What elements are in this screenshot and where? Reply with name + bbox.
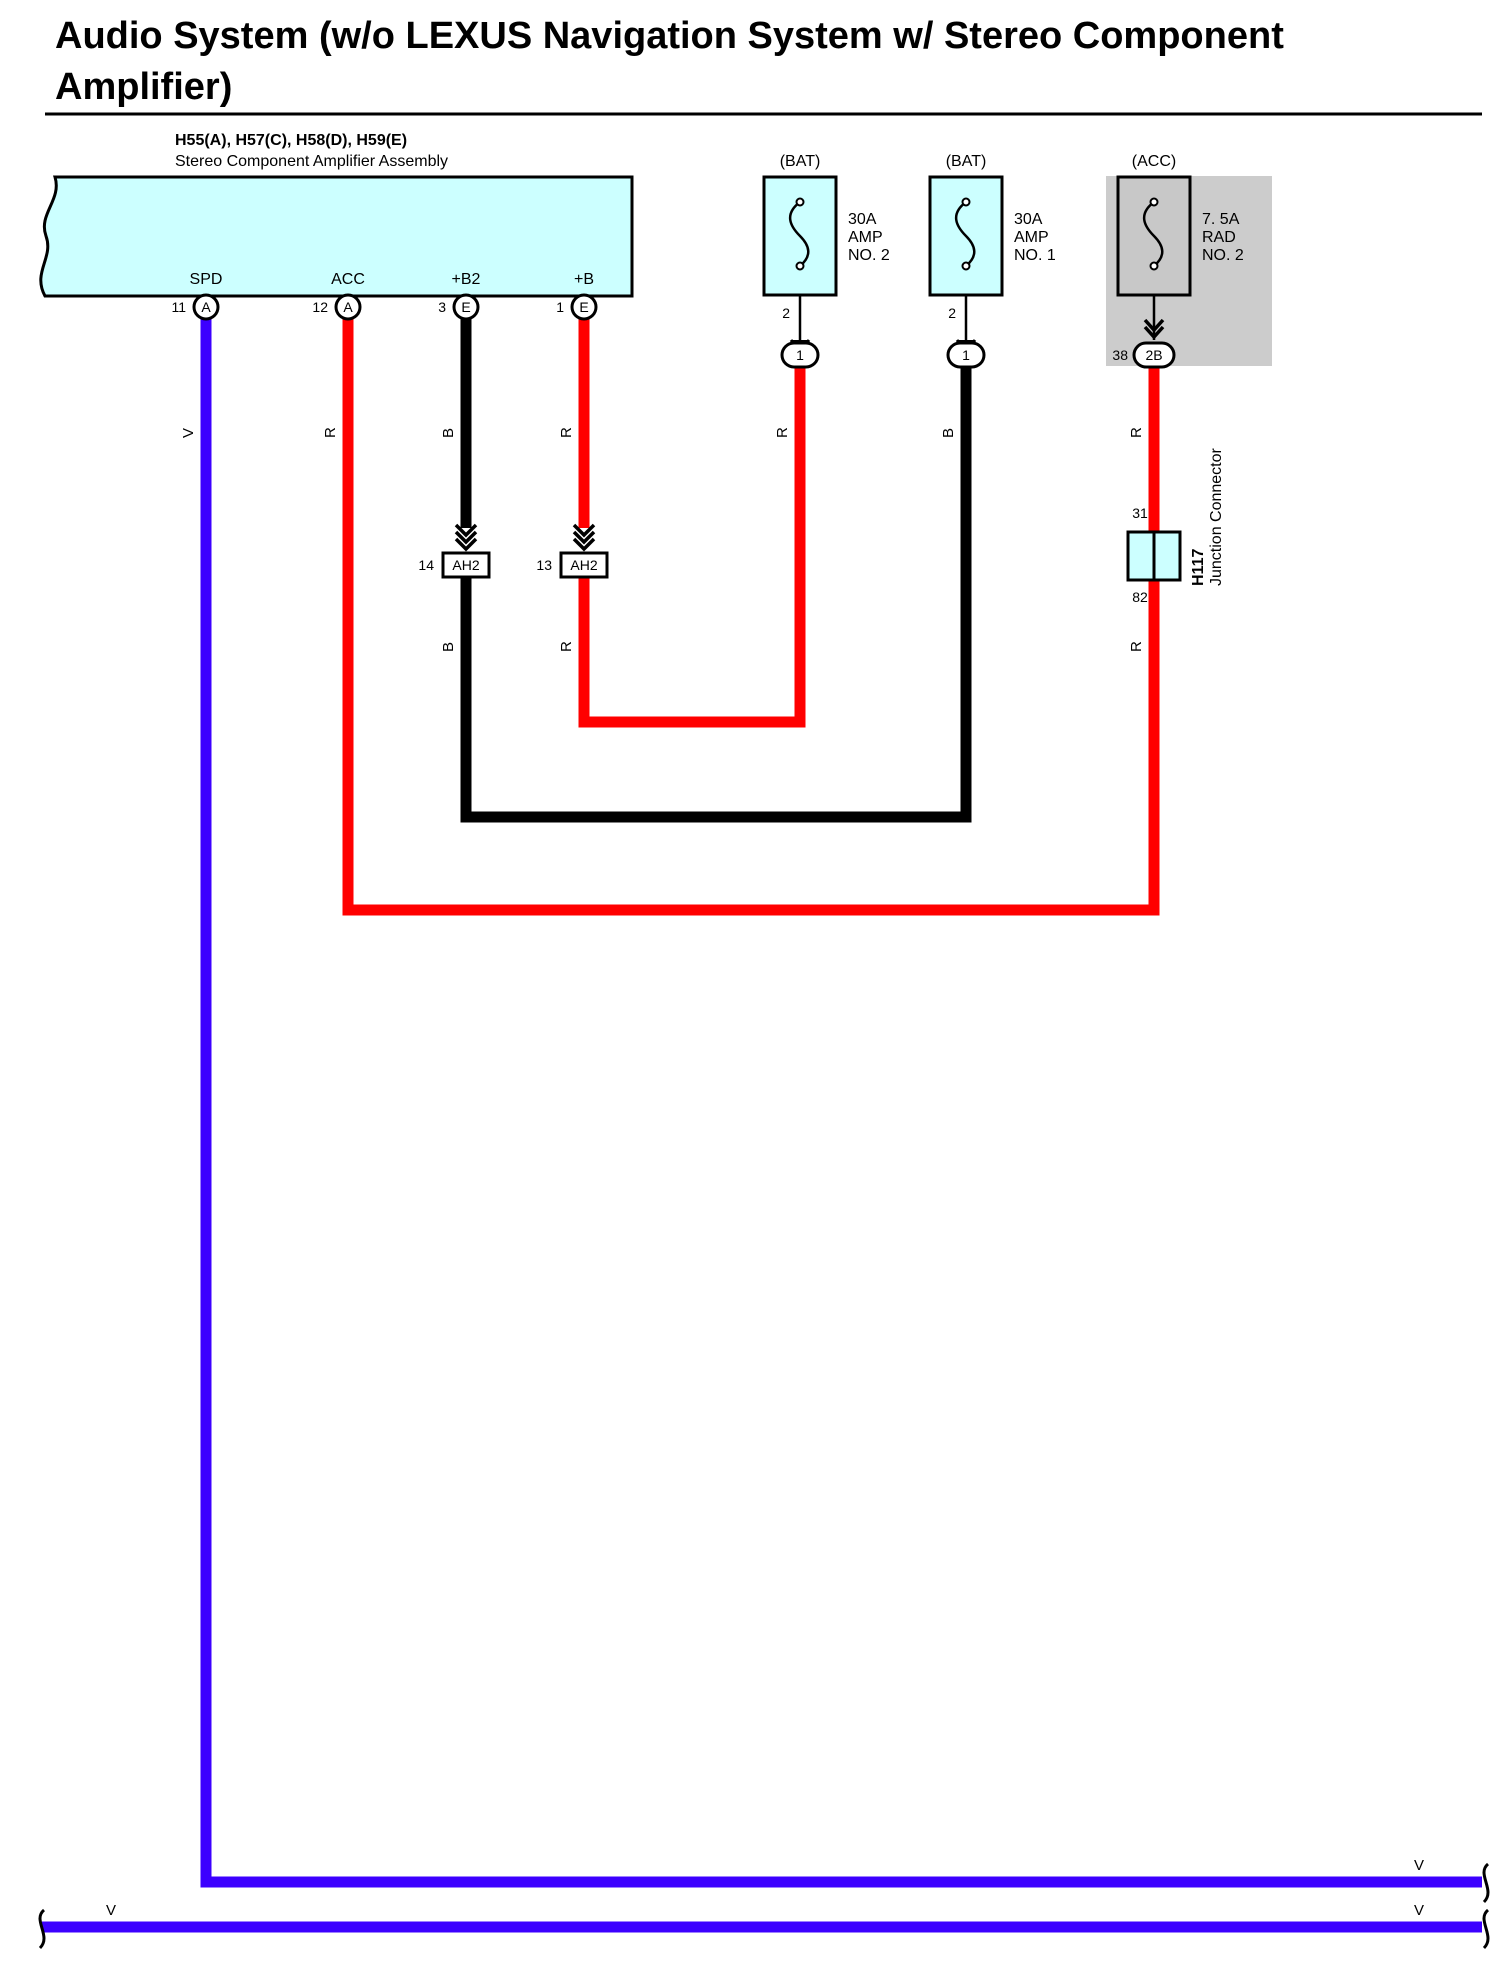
fuse-source: (BAT): [780, 153, 821, 170]
wire-code-spd: V: [180, 428, 197, 438]
terminal-b: 1 E: [556, 293, 598, 321]
chevron-down-icon: [572, 523, 596, 552]
inline-connector-pin: 14: [418, 557, 434, 573]
fuse-rating: 30A: [848, 211, 877, 228]
wire-code-junction-lower: R: [1128, 641, 1145, 652]
terminal-conn: E: [461, 299, 470, 315]
wire-b-red-lower: [578, 364, 806, 728]
inline-connector-ah2-14: AH2 14: [418, 523, 491, 579]
wire-code-acc: R: [322, 427, 339, 438]
terminal-pin: 1: [556, 299, 564, 315]
wire-code-fuse2: B: [940, 428, 957, 438]
wire-code-b-upper: R: [558, 427, 575, 438]
terminal-conn: A: [201, 299, 211, 315]
title-line-2: Amplifier): [55, 66, 232, 108]
terminal-conn: A: [343, 299, 353, 315]
fuse-conn: 2B: [1145, 347, 1162, 363]
terminal-pin: 12: [312, 299, 328, 315]
chevron-down-icon: [454, 523, 478, 552]
title-line-1: Audio System (w/o LEXUS Navigation Syste…: [55, 15, 1284, 57]
fuse-conn: 1: [796, 347, 804, 363]
fuse-conn: 1: [962, 347, 970, 363]
break-mark-right-2: [1482, 1908, 1490, 1950]
wire-code-fuse1: R: [774, 427, 791, 438]
fuse-amp-no1: (BAT) 30A AMP NO. 1 2 1: [928, 153, 1056, 369]
fuse-name2: NO. 2: [1202, 247, 1244, 264]
chevron-down-icon: [1143, 318, 1165, 340]
terminal-acc: 12 A: [312, 293, 362, 321]
amplifier-box: [39, 175, 634, 298]
fuse-name2: NO. 1: [1014, 247, 1056, 264]
fuse-name1: RAD: [1202, 229, 1236, 246]
terminal-label-acc: ACC: [331, 271, 365, 288]
wire-code-bottom-left-2: V: [106, 1902, 116, 1919]
wire-acc-red: [342, 308, 1160, 916]
inline-connector-pin: 13: [536, 557, 552, 573]
fuse-pin: 2: [782, 305, 790, 321]
fuse-pin: 38: [1112, 347, 1128, 363]
inline-connector-name: AH2: [570, 557, 597, 573]
fuse-name1: AMP: [848, 229, 883, 246]
fuse-icon: [1143, 201, 1164, 267]
wire-code-bottom-right-1: V: [1414, 1857, 1424, 1874]
terminal-pin: 11: [171, 299, 186, 315]
fuse-icon: [789, 201, 810, 267]
wire-code-b-lower: R: [558, 641, 575, 652]
fuse-icon: [955, 201, 976, 267]
wire-b2-black-lower: [460, 364, 972, 823]
fuse-pin: 2: [948, 305, 956, 321]
fuse-source: (BAT): [946, 153, 987, 170]
wire-code-b2-lower: B: [440, 642, 457, 652]
fuse-rating: 30A: [1014, 211, 1043, 228]
break-mark-left: [38, 1908, 46, 1950]
fuse-name1: AMP: [1014, 229, 1049, 246]
amplifier-connectors: H55(A), H57(C), H58(D), H59(E): [175, 132, 407, 149]
wire-code-b2-upper: B: [440, 428, 457, 438]
terminal-b2: 3 E: [438, 293, 480, 321]
fuse-amp-no2: (BAT) 30A AMP NO. 2 2 1: [762, 153, 890, 369]
terminal-label-b: +B: [574, 271, 594, 288]
fuse-rad-no2: (ACC) 7. 5A RAD NO. 2 38 2B: [1112, 153, 1244, 369]
fuse-rating: 7. 5A: [1202, 211, 1240, 228]
fuse-name2: NO. 2: [848, 247, 890, 264]
junction-pin-bottom: 82: [1132, 589, 1148, 605]
terminal-label-b2: +B2: [452, 271, 481, 288]
junction-name: Junction Connector: [1208, 447, 1225, 586]
junction-id: H117: [1190, 549, 1207, 586]
junction-connector-h117: 31 82 H117 Junction Connector: [1126, 447, 1225, 605]
terminal-spd: 11 A: [171, 293, 220, 321]
terminal-pin: 3: [438, 299, 446, 315]
terminal-label-spd: SPD: [190, 271, 223, 288]
wire-code-fuse3: R: [1128, 427, 1145, 438]
inline-connector-ah2-13: AH2 13: [536, 523, 609, 579]
terminal-conn: E: [579, 299, 588, 315]
junction-pin-top: 31: [1132, 505, 1148, 521]
amplifier-name: Stereo Component Amplifier Assembly: [175, 153, 448, 170]
wire-spd-violet: [200, 308, 1482, 1888]
inline-connector-name: AH2: [452, 557, 479, 573]
fuse-source: (ACC): [1132, 153, 1176, 170]
break-mark-right-1: [1482, 1862, 1490, 1904]
wire-code-bottom-right-2: V: [1414, 1902, 1424, 1919]
